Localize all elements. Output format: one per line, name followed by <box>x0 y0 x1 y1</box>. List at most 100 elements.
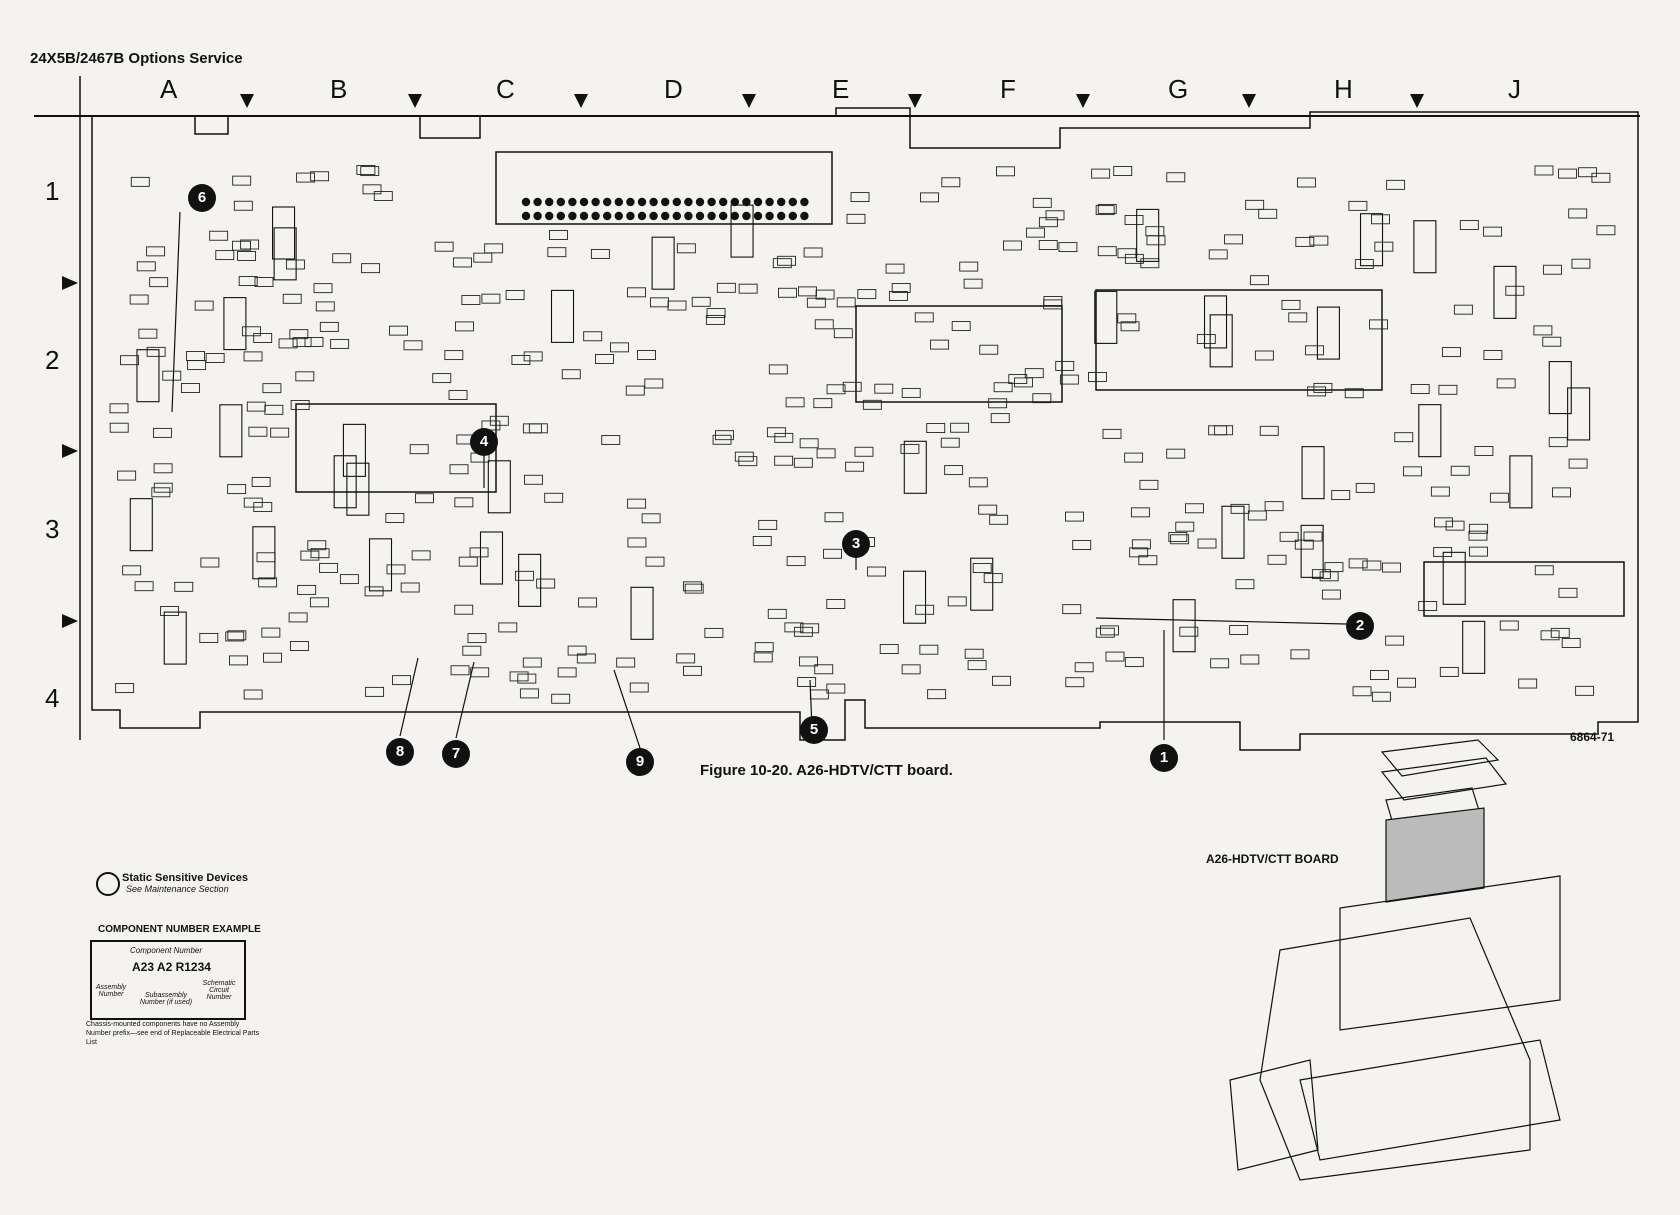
pcb-component <box>1043 296 1063 306</box>
pcb-component <box>1117 313 1137 324</box>
pcb-component <box>1184 503 1204 514</box>
pcb-ic-outline <box>273 227 297 281</box>
grid-arrow-down <box>742 94 756 108</box>
pcb-component <box>941 177 961 188</box>
callout-8: 8 <box>386 738 414 766</box>
pcb-component <box>162 370 182 381</box>
pcb-component <box>186 351 205 361</box>
pcb-component <box>972 563 992 573</box>
pcb-component <box>900 443 920 454</box>
pcb-component <box>1170 534 1190 545</box>
pcb-component <box>813 398 833 409</box>
pcb-component <box>536 578 556 589</box>
pcb-component <box>1371 214 1390 225</box>
pcb-component <box>194 300 214 311</box>
pcb-component <box>649 297 669 308</box>
pcb-component <box>784 622 804 633</box>
connector-pin <box>707 197 716 207</box>
pcb-component <box>1374 241 1394 252</box>
pcb-component <box>1596 225 1616 236</box>
pcb-component <box>1059 374 1079 385</box>
pcb-component <box>772 258 792 269</box>
pcb-component <box>777 255 796 266</box>
connector-pin <box>568 211 577 221</box>
connector-pin <box>626 197 635 207</box>
pcb-component <box>816 448 836 459</box>
pcb-component <box>246 401 266 412</box>
pcb-component <box>926 423 946 433</box>
pcb-component <box>927 689 947 700</box>
pcb-component <box>385 513 405 523</box>
pcb-component <box>944 465 964 476</box>
pcb-component <box>627 287 646 298</box>
pcb-component <box>1230 503 1250 514</box>
pcb-ic-outline <box>970 557 994 611</box>
pcb-component <box>1295 236 1315 247</box>
connector-pin <box>521 211 531 221</box>
pcb-component <box>1442 347 1461 358</box>
pcb-component <box>752 535 772 546</box>
pcb-component <box>1469 523 1489 534</box>
pcb-component <box>484 243 504 254</box>
pcb-component <box>461 295 481 306</box>
pcb-component <box>469 547 489 558</box>
pcb-ic-outline <box>136 349 160 403</box>
pcb-component <box>547 247 567 258</box>
pcb-component <box>332 253 352 264</box>
pcb-component <box>515 570 534 581</box>
pcb-component <box>319 321 339 332</box>
connector-pin <box>672 211 681 221</box>
pcb-component <box>1397 677 1417 688</box>
pcb-component <box>122 565 142 576</box>
pcb-component <box>914 312 934 323</box>
pcb-component <box>130 176 150 187</box>
connector-pin <box>591 211 600 221</box>
pcb-component <box>1145 226 1165 237</box>
pcb-component <box>836 297 856 308</box>
pcb-component <box>637 350 656 360</box>
pcb-ic-outline <box>479 531 504 585</box>
pcb-component <box>754 642 774 653</box>
pcb-component <box>434 241 454 252</box>
pcb-ic-outline <box>1462 620 1486 674</box>
pcb-component <box>915 604 935 615</box>
pcb-component <box>453 257 472 268</box>
pcb-component <box>1558 587 1578 598</box>
pcb-component <box>1038 217 1058 228</box>
pcb-component <box>1324 562 1344 573</box>
pcb-component <box>187 360 207 371</box>
grid-col-f: F <box>1000 74 1016 104</box>
pcb-component <box>785 397 805 408</box>
pcb-component <box>505 290 525 300</box>
pcb-component <box>1410 384 1430 394</box>
pcb-component <box>1179 626 1199 637</box>
pcb-component <box>629 682 649 693</box>
pcb-component <box>1013 377 1033 388</box>
pcb-component <box>1026 227 1045 238</box>
connector-pin <box>777 211 786 221</box>
pcb-component <box>129 294 149 305</box>
connector-pin <box>591 197 600 207</box>
pcb-component <box>1032 393 1052 404</box>
pcb-component <box>845 461 865 472</box>
pcb-component <box>1371 691 1391 702</box>
pcb-component <box>601 435 621 445</box>
pcb-component <box>229 655 248 666</box>
pcb-component <box>1370 670 1389 681</box>
pcb-ic-outline <box>903 440 927 494</box>
pcb-component <box>1499 620 1519 631</box>
pcb-component <box>561 369 581 380</box>
connector-pin <box>649 197 658 207</box>
pcb-component <box>149 277 169 288</box>
pcb-ic-outline <box>163 611 187 665</box>
pcb-component <box>138 328 158 339</box>
pcb-component <box>1045 210 1065 221</box>
pcb-component <box>1197 538 1217 549</box>
pcb-component <box>1247 510 1267 521</box>
pcb-component <box>1450 465 1470 476</box>
pcb-component <box>1095 205 1115 216</box>
pcb-component <box>1095 627 1115 638</box>
pcb-component <box>947 596 967 607</box>
grid-row-2: 2 <box>45 345 60 375</box>
pcb-component <box>1445 520 1465 531</box>
